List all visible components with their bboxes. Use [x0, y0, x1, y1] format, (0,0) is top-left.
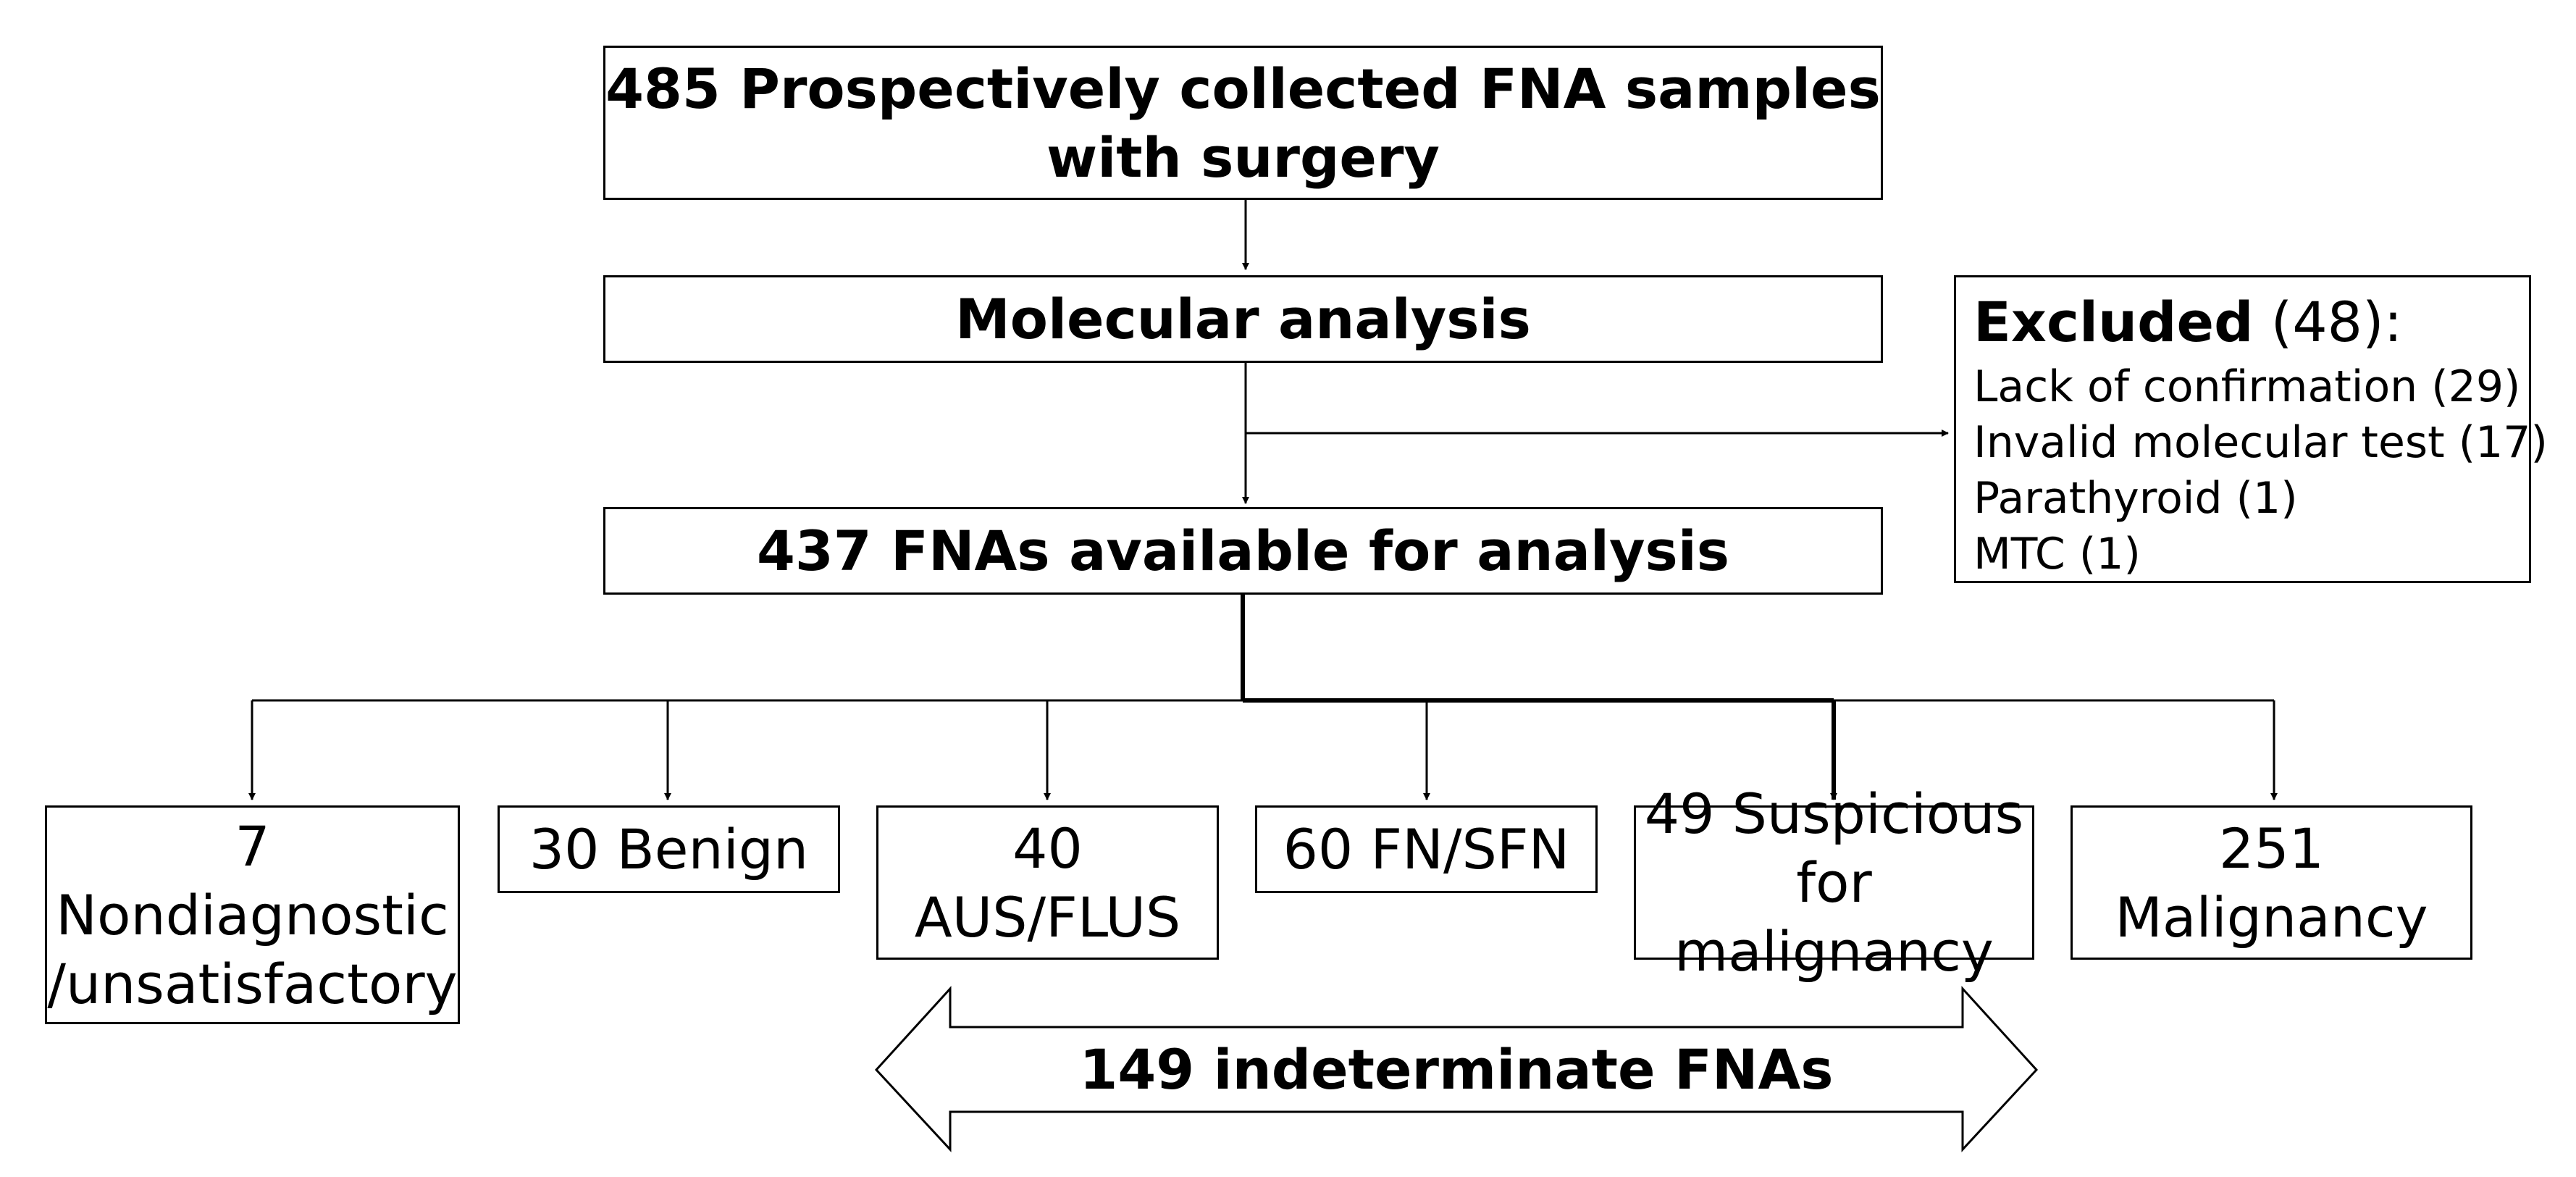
- available-label: 437 FNAs available for analysis: [756, 519, 1730, 583]
- category-aus-flus-box: 40 AUS/FLUS: [876, 805, 1219, 960]
- category-line: Nondiagnostic: [56, 882, 449, 947]
- category-line: 49 Suspicious: [1644, 782, 2024, 846]
- category-line: 40: [1012, 816, 1083, 881]
- indeterminate-double-arrow: [874, 986, 2039, 1152]
- indeterminate-label: 149 indeterminate FNAs: [1079, 1037, 1834, 1102]
- molecular-analysis-box: Molecular analysis: [603, 275, 1883, 363]
- excluded-heading: Excluded (48):: [1973, 289, 2512, 355]
- excluded-title: Excluded: [1973, 290, 2254, 354]
- category-line: 7: [235, 813, 270, 879]
- category-line: Malignancy: [2115, 884, 2428, 950]
- available-fnas-box: 437 FNAs available for analysis: [603, 507, 1883, 595]
- category-line: /unsatisfactory: [47, 951, 458, 1016]
- excluded-item: Invalid molecular test (17): [1973, 416, 2548, 468]
- category-line: for malignancy: [1674, 850, 1994, 984]
- excluded-item: Lack of confirmation (29): [1973, 361, 2521, 413]
- excluded-box: Excluded (48): Lack of confirmation (29)…: [1954, 275, 2548, 583]
- category-nondiagnostic-box: 7 Nondiagnostic /unsatisfactory: [45, 805, 460, 1024]
- excluded-count: (48):: [2270, 290, 2403, 354]
- category-line: AUS/FLUS: [914, 884, 1181, 950]
- collected-samples-box: 485 Prospectively collected FNA samples …: [603, 46, 1883, 200]
- category-benign-box: 30 Benign: [498, 805, 840, 893]
- category-suspicious-box: 49 Suspicious for malignancy: [1634, 782, 2034, 984]
- category-line: 251: [2218, 816, 2325, 881]
- excluded-item: MTC (1): [1973, 528, 2141, 579]
- category-fn-sfn-box: 60 FN/SFN: [1255, 805, 1598, 893]
- excluded-item: Parathyroid (1): [1973, 472, 2298, 524]
- collected-line1: 485 Prospectively collected FNA samples: [605, 56, 1881, 121]
- collected-line2: with surgery: [1046, 125, 1440, 190]
- category-line: 60 FN/SFN: [1283, 817, 1570, 881]
- molecular-label: Molecular analysis: [955, 287, 1531, 351]
- category-malignancy-box: 251 Malignancy: [2071, 805, 2472, 960]
- category-line: 30 Benign: [529, 817, 809, 881]
